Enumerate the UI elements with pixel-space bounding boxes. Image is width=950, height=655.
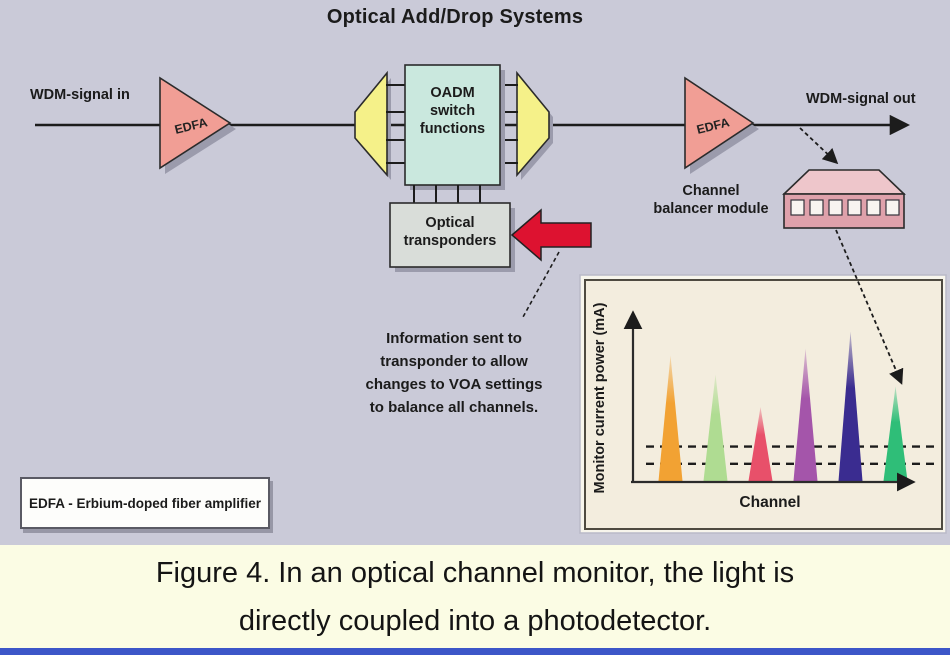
balancer-module-icon (782, 169, 906, 229)
chart-x-axis-label: Channel (739, 494, 800, 511)
transponder-connector-lines (413, 185, 481, 204)
demux-trapezoid-icon (354, 70, 388, 178)
spectrum-peak-red (748, 407, 773, 481)
balancer-module-label: Channel balancer module (653, 183, 769, 218)
feedback-arrow-icon (510, 208, 592, 262)
bottom-blue-strip (0, 648, 950, 655)
spectrum-peak-orange (658, 355, 683, 481)
channel-monitor-chart: Monitor current power (mA) Channel (579, 274, 947, 534)
optical-system-diagram: Monitor current power (mA) Channel EDFA … (35, 64, 947, 534)
transponders-box-label: Optical transponders (403, 215, 497, 250)
chart-y-axis-label: Monitor current power (mA) (592, 302, 608, 493)
figure-title: Optical Add/Drop Systems (326, 6, 584, 28)
edfa-legend-text: EDFA - Erbium-doped fiber amplifier (28, 495, 262, 511)
figure-caption-band: Figure 4. In an optical channel monitor,… (0, 545, 950, 648)
spectrum-peak-light-green (703, 374, 728, 481)
chart-plot-background (584, 279, 943, 530)
oadm-box-label: OADM switch functions (419, 85, 486, 138)
feedback-info-note: Information sent to transponder to allow… (365, 330, 543, 416)
tap-to-module-line (799, 127, 839, 165)
wdm-signal-in-label: WDM-signal in (30, 87, 130, 103)
oadm-switch-box (404, 64, 501, 186)
wdm-signal-out-label: WDM-signal out (806, 91, 916, 107)
edfa-left-amplifier-icon (159, 76, 232, 170)
spectrum-peaks (658, 331, 908, 481)
spectrum-peak-green (883, 386, 908, 481)
module-ports (790, 199, 900, 216)
note-leader-line (522, 251, 560, 318)
edfa-legend-box: EDFA - Erbium-doped fiber amplifier (20, 477, 270, 529)
edfa-right-amplifier-icon (684, 76, 755, 170)
transponders-box (389, 202, 511, 268)
spectrum-peak-purple (793, 348, 818, 481)
module-top-face (782, 169, 906, 195)
spectrum-peak-indigo (838, 331, 863, 481)
figure-caption-text: Figure 4. In an optical channel monitor,… (155, 556, 795, 637)
